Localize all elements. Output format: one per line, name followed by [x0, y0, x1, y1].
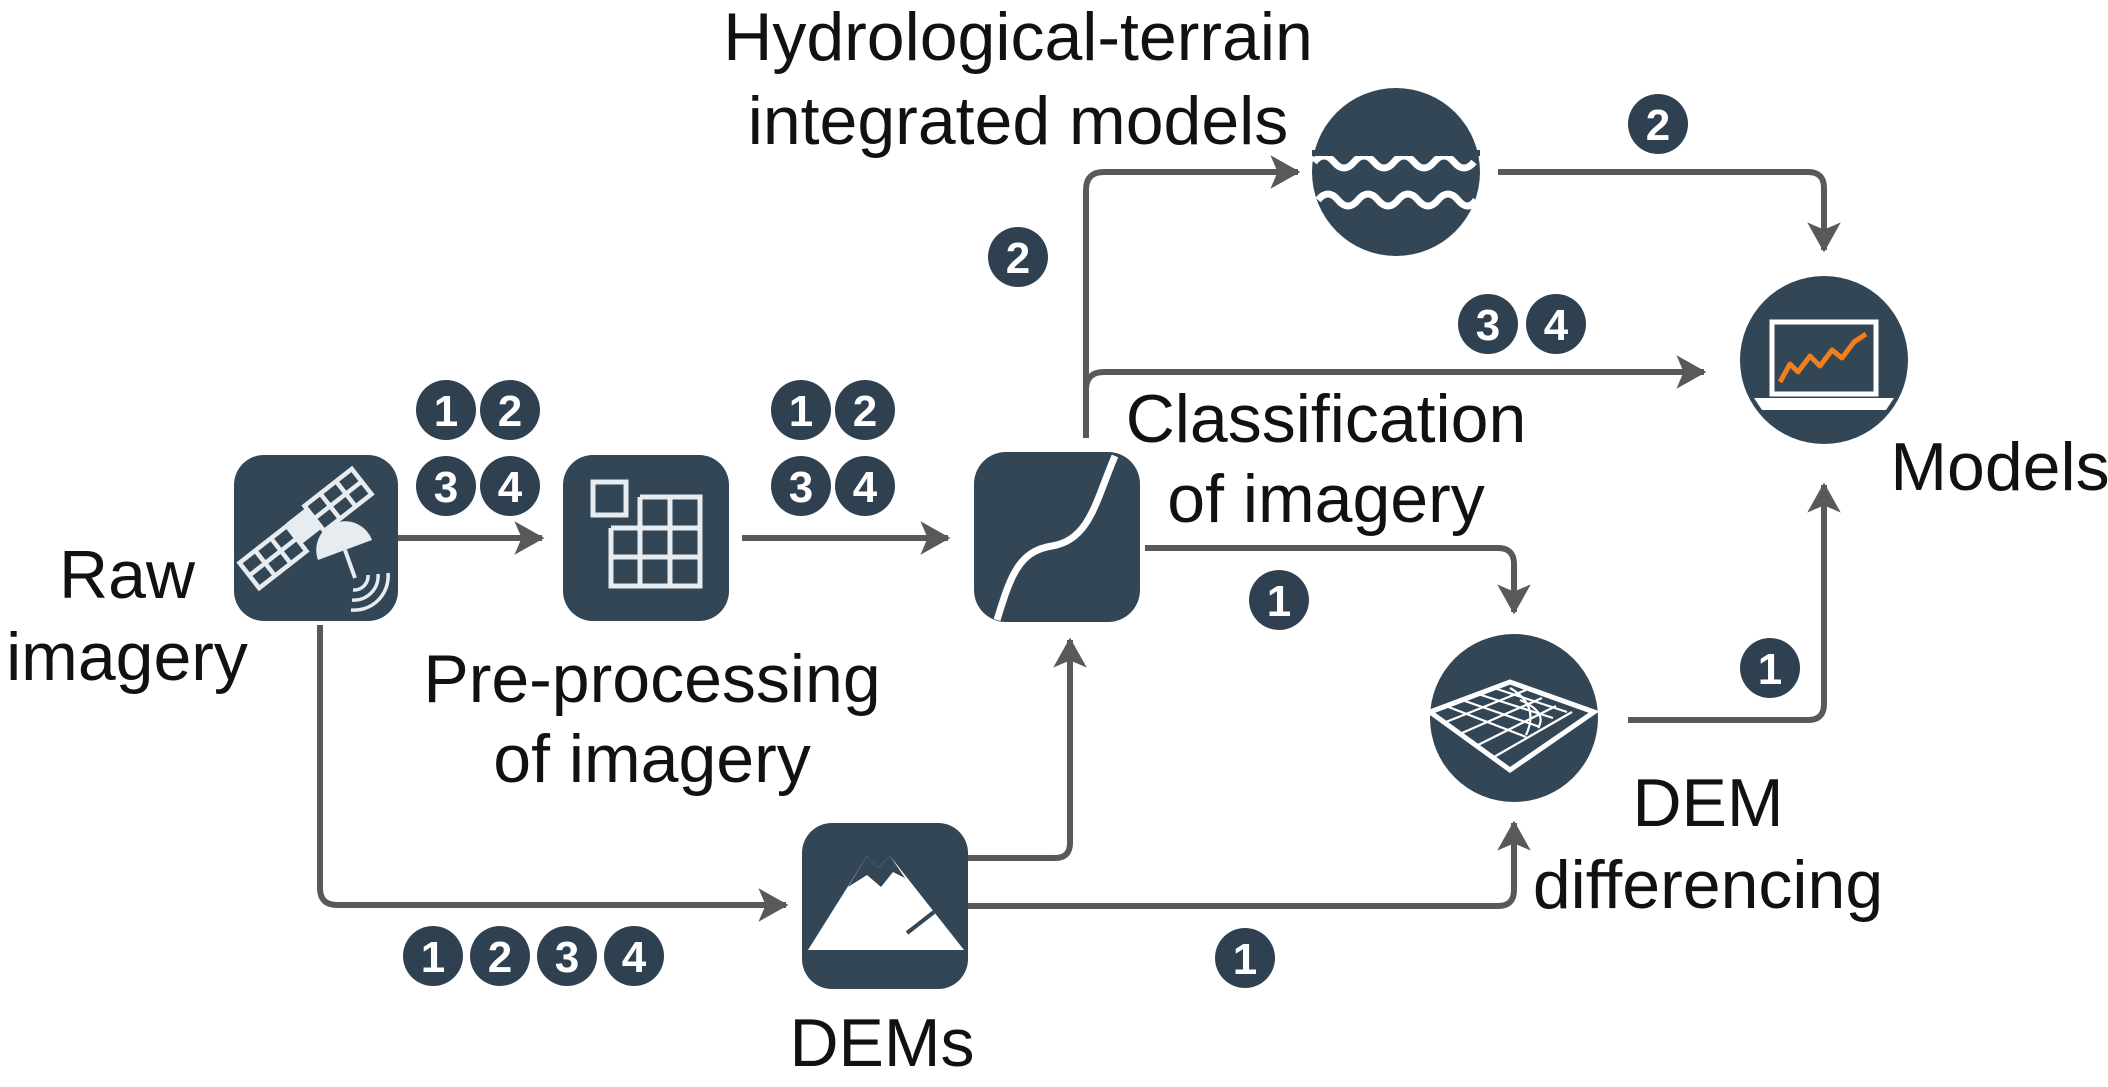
waves-icon [1311, 88, 1480, 256]
satellite-icon [234, 455, 398, 621]
badge-group-classification-to-dem-differencing: 1 [1249, 570, 1309, 630]
number-badge: 1 [1215, 928, 1275, 988]
svg-text:2: 2 [853, 387, 877, 436]
number-badge: 2 [470, 926, 530, 986]
number-badge: 2 [480, 380, 540, 440]
number-badge: 1 [403, 926, 463, 986]
arrow-classification-to-models [1083, 355, 1707, 391]
dem-differencing-label-line2: differencing [1533, 847, 1883, 923]
number-badge: 2 [835, 380, 895, 440]
number-badge: 4 [835, 456, 895, 516]
arrow-dems-to-dem-differencing [968, 820, 1531, 909]
number-badge: 2 [1628, 94, 1688, 154]
models-label: Models [1890, 429, 2108, 505]
badge-group-classification-to-hydrological: 2 [988, 227, 1048, 287]
connectors [317, 155, 1841, 922]
svg-text:2: 2 [1646, 101, 1670, 150]
number-badge: 3 [416, 456, 476, 516]
grid-icon [563, 455, 729, 621]
svg-text:1: 1 [434, 387, 458, 436]
number-badge: 1 [1740, 638, 1800, 698]
hydrological-label-line2: integrated models [748, 83, 1289, 159]
badge-group-raw-to-dems: 1 2 3 4 [403, 926, 664, 986]
dem-differencing-label-line1: DEM [1632, 765, 1783, 841]
raw-imagery-label-line1: Raw [59, 537, 196, 613]
arrow-dem-differencing-to-models [1628, 482, 1841, 723]
svg-text:4: 4 [853, 463, 878, 512]
svg-text:4: 4 [622, 933, 647, 982]
number-badge: 3 [1458, 294, 1518, 354]
number-badge: 1 [1249, 570, 1309, 630]
svg-text:2: 2 [1006, 234, 1030, 283]
badge-group-preprocessing-to-classification: 1 2 3 4 [771, 380, 895, 516]
number-badge: 3 [537, 926, 597, 986]
svg-text:1: 1 [789, 387, 813, 436]
mountain-icon [802, 823, 968, 989]
svg-text:1: 1 [1233, 935, 1257, 984]
arrow-classification-to-hydrological [1083, 155, 1301, 438]
laptop-chart-icon [1740, 276, 1908, 444]
svg-text:1: 1 [1267, 577, 1291, 626]
svg-text:2: 2 [498, 387, 522, 436]
arrow-dems-to-classification [968, 637, 1087, 861]
badge-group-dems-to-dem-differencing: 1 [1215, 928, 1275, 988]
svg-text:3: 3 [1476, 301, 1500, 350]
badge-group-hydrological-to-models: 2 [1628, 94, 1688, 154]
svg-text:3: 3 [789, 463, 813, 512]
badge-group-classification-to-models: 3 4 [1458, 294, 1586, 354]
number-badge: 4 [1526, 294, 1586, 354]
raw-imagery-label-line2: imagery [6, 619, 248, 695]
preprocessing-label-line1: Pre-processing [423, 641, 880, 717]
classification-curve-icon [974, 452, 1140, 622]
arrow-classification-to-dem-differencing [1145, 545, 1531, 615]
arrow-hydrological-to-models [1498, 169, 1841, 253]
classification-label-line2: of imagery [1167, 461, 1484, 537]
number-badge: 1 [416, 380, 476, 440]
number-badge: 4 [480, 456, 540, 516]
number-badge: 4 [604, 926, 664, 986]
svg-text:3: 3 [434, 463, 458, 512]
preprocessing-label-line2: of imagery [493, 721, 810, 797]
classification-label-line1: Classification [1126, 381, 1527, 457]
number-badge: 2 [988, 227, 1048, 287]
svg-text:3: 3 [555, 933, 579, 982]
svg-text:2: 2 [488, 933, 512, 982]
hydrological-label-line1: Hydrological-terrain [723, 0, 1313, 75]
dems-label: DEMs [789, 1005, 974, 1081]
svg-text:4: 4 [498, 463, 523, 512]
svg-text:1: 1 [421, 933, 445, 982]
badge-group-raw-to-preprocessing: 1 2 3 4 [416, 380, 540, 516]
badge-group-dem-differencing-to-models: 1 [1740, 638, 1800, 698]
svg-text:1: 1 [1758, 645, 1782, 694]
arrow-raw-to-dems [317, 625, 789, 922]
number-badge: 3 [771, 456, 831, 516]
number-badge: 1 [771, 380, 831, 440]
svg-text:4: 4 [1544, 301, 1569, 350]
terrain-mesh-icon [1424, 634, 1600, 802]
